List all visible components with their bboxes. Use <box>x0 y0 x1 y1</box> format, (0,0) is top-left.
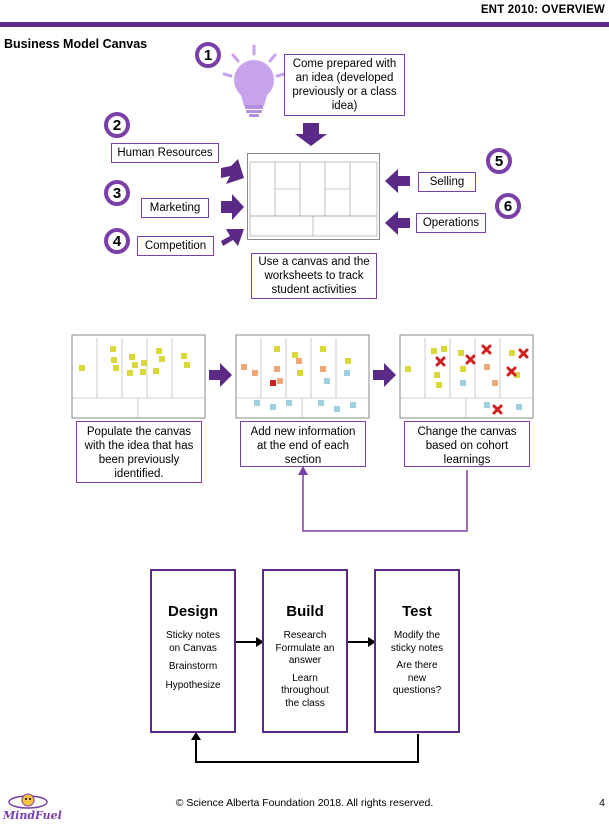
step-number-1: 1 <box>195 42 221 68</box>
test-line-2: Are there new questions? <box>392 660 442 696</box>
lightbulb-icon <box>222 44 286 117</box>
step-5-box: Selling <box>418 172 476 192</box>
arrow-design-build-icon <box>256 637 264 647</box>
arrow-test-design-icon <box>191 732 201 740</box>
process-arrow-1 <box>209 363 232 387</box>
step-4-box: Competition <box>137 236 214 256</box>
step-number-5: 5 <box>486 148 512 174</box>
build-line-2: Formulate an answer <box>275 642 335 667</box>
canvas-grid-graphic <box>249 161 378 237</box>
canvas-thumbnail-2 <box>235 334 370 419</box>
step-1-box: Come prepared with an idea (developed pr… <box>284 54 405 116</box>
canvas-thumbnail-1 <box>71 334 206 419</box>
canvas-thumbnail-3 <box>399 334 534 419</box>
design-line-2: Brainstorm <box>168 661 218 672</box>
build-title: Build <box>286 603 324 620</box>
page-number: 4 <box>599 797 605 809</box>
mindfuel-logo-text: MindFuel <box>3 809 62 822</box>
mindfuel-logo-icon <box>8 793 48 809</box>
arrow-icon-selling <box>385 169 410 193</box>
design-title: Design <box>167 603 218 620</box>
top-diagram-graphics <box>221 44 410 246</box>
process-step-3-box: Change the canvas based on cohort learni… <box>404 421 530 467</box>
step-number-4: 4 <box>104 228 130 254</box>
arrow-build-test-icon <box>368 637 376 647</box>
business-model-canvas <box>247 153 380 240</box>
section-title: Business Model Canvas <box>4 37 148 51</box>
arrow-icon-marketing <box>221 194 244 220</box>
build-box: Build Research Formulate an answer Learn… <box>262 569 348 733</box>
test-title: Test <box>402 603 432 620</box>
test-line-1: Modify the sticky notes <box>390 630 444 654</box>
design-line-3: Hypothesize <box>165 679 221 691</box>
arrow-icon-competition <box>221 229 244 246</box>
process-step-1-box: Populate the canvas with the idea that h… <box>76 421 202 483</box>
step-number-6: 6 <box>495 193 521 219</box>
down-arrow-icon <box>295 123 327 146</box>
step-6-box: Operations <box>416 213 486 233</box>
header-bar <box>0 22 609 27</box>
feedback-arrowhead-icon <box>298 466 308 475</box>
canvas-note-box: Use a canvas and the worksheets to track… <box>251 253 377 299</box>
cycle-graphics <box>191 637 419 763</box>
build-line-1: Research <box>283 630 327 641</box>
design-box: Design Sticky notes on Canvas Brainstorm… <box>150 569 236 733</box>
step-3-box: Marketing <box>141 198 209 218</box>
arrow-icon-operations <box>385 211 410 235</box>
arrow-icon-hr <box>221 159 244 184</box>
process-graphics <box>71 334 534 532</box>
process-arrow-2 <box>373 363 396 387</box>
copyright-text: © Science Alberta Foundation 2018. All r… <box>175 797 434 809</box>
page-header: ENT 2010: OVERVIEW <box>480 4 605 16</box>
step-number-3: 3 <box>104 180 130 206</box>
design-line-1: Sticky notes on Canvas <box>166 630 220 654</box>
step-number-2: 2 <box>104 112 130 138</box>
feedback-loop-line <box>302 470 468 532</box>
build-line-3: Learn throughout the class <box>281 672 329 709</box>
process-step-2-box: Add new information at the end of each s… <box>240 421 366 467</box>
test-box: Test Modify the sticky notes Are there n… <box>374 569 460 733</box>
step-2-box: Human Resources <box>111 143 219 163</box>
